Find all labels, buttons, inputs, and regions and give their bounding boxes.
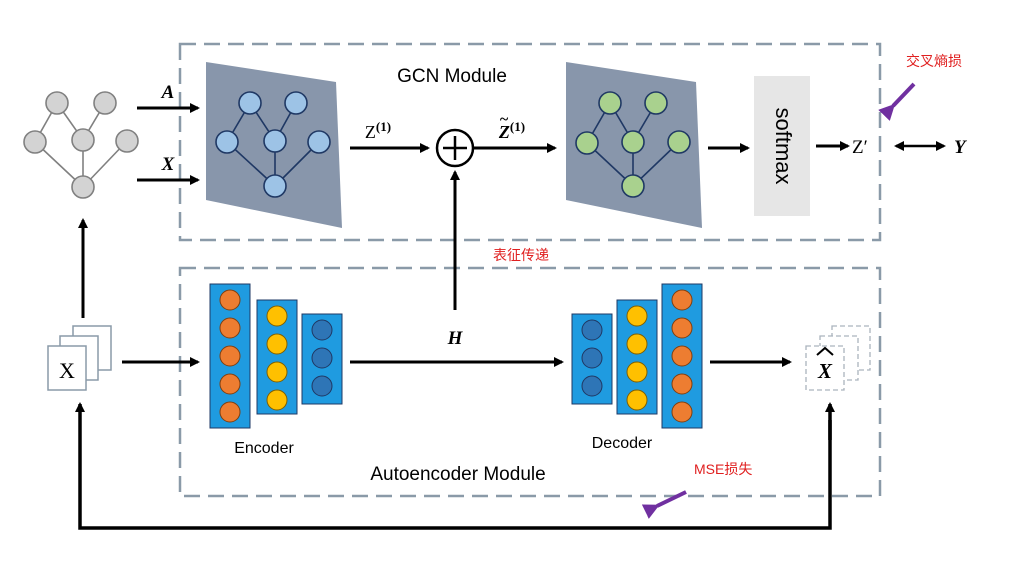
autoencoder-module-title: Autoencoder Module [370,464,545,485]
mse-loss-label: MSE损失 [694,461,752,477]
reconstructed-feature-icon [805,325,871,391]
softmax-label: softmax [771,107,796,184]
gcn-module-box [178,42,882,242]
mse-loss-path [75,402,832,530]
cross-entropy-label: 交叉熵损 [906,53,962,69]
y-label: Y [954,137,968,158]
sum-icon [435,128,475,168]
gcn-graph-icon [215,91,331,198]
input-graph-icon [23,91,139,199]
encoder-label: Encoder [234,440,294,457]
output-graph-icon [575,91,691,198]
stacked-feature-icon [47,325,112,391]
hat-mark [816,346,834,356]
decoder-layers [571,283,703,429]
ae-input-label: X [59,358,75,383]
z1-tilde-label: Z(1) [498,119,525,142]
x-hat-label: X [817,359,833,383]
hidden-h-label: H [447,328,464,349]
z-prime-label: Z′ [852,137,868,158]
autoencoder-module-box [178,266,882,498]
softmax-box [754,76,810,216]
decoder-label: Decoder [592,435,653,452]
representation-transfer-label: 表征传递 [493,247,549,263]
tilde-mark: ~ [500,111,509,128]
gcn-module-title: GCN Module [397,66,507,87]
adjacency-label: A [161,82,175,103]
feature-label: X [161,154,176,175]
encoder-layers [209,283,343,429]
z1-label: Z(1) [365,119,391,142]
